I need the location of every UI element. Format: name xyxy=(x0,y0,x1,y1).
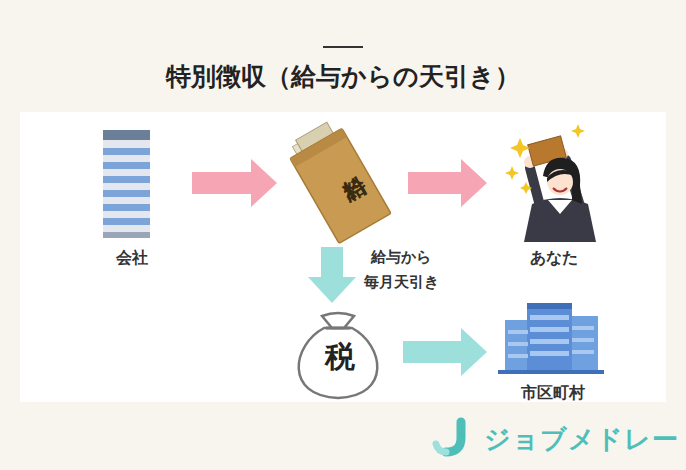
logo-text: ジョブメドレー xyxy=(484,422,679,457)
tax-node: 税 xyxy=(285,305,395,400)
node-label: 給料 xyxy=(330,158,349,169)
logo-mark xyxy=(436,422,461,452)
salary-node: 給料 xyxy=(285,128,400,245)
node-label: 税 xyxy=(285,339,395,375)
city-buildings xyxy=(498,303,604,374)
node-label: 市区町村 xyxy=(495,382,610,404)
panel xyxy=(20,112,666,402)
flow-arrow xyxy=(308,247,356,303)
flow-arrow xyxy=(403,328,487,376)
flow-arrow xyxy=(408,159,487,207)
node-label: 会社 xyxy=(80,247,184,269)
person-illustration xyxy=(505,124,596,242)
edge-label: 給与から 毎月天引き xyxy=(356,245,446,295)
person-node: あなた xyxy=(495,122,620,272)
title-rule xyxy=(323,46,363,48)
salary-envelope xyxy=(284,117,391,243)
city-node: 市区町村 xyxy=(495,295,610,407)
flow-arrow xyxy=(192,159,277,207)
company-building xyxy=(103,130,150,238)
diagram-title: 特別徴収（給与からの天引き） xyxy=(0,60,686,93)
company-node: 会社 xyxy=(80,125,184,270)
node-label: あなた xyxy=(491,247,616,269)
